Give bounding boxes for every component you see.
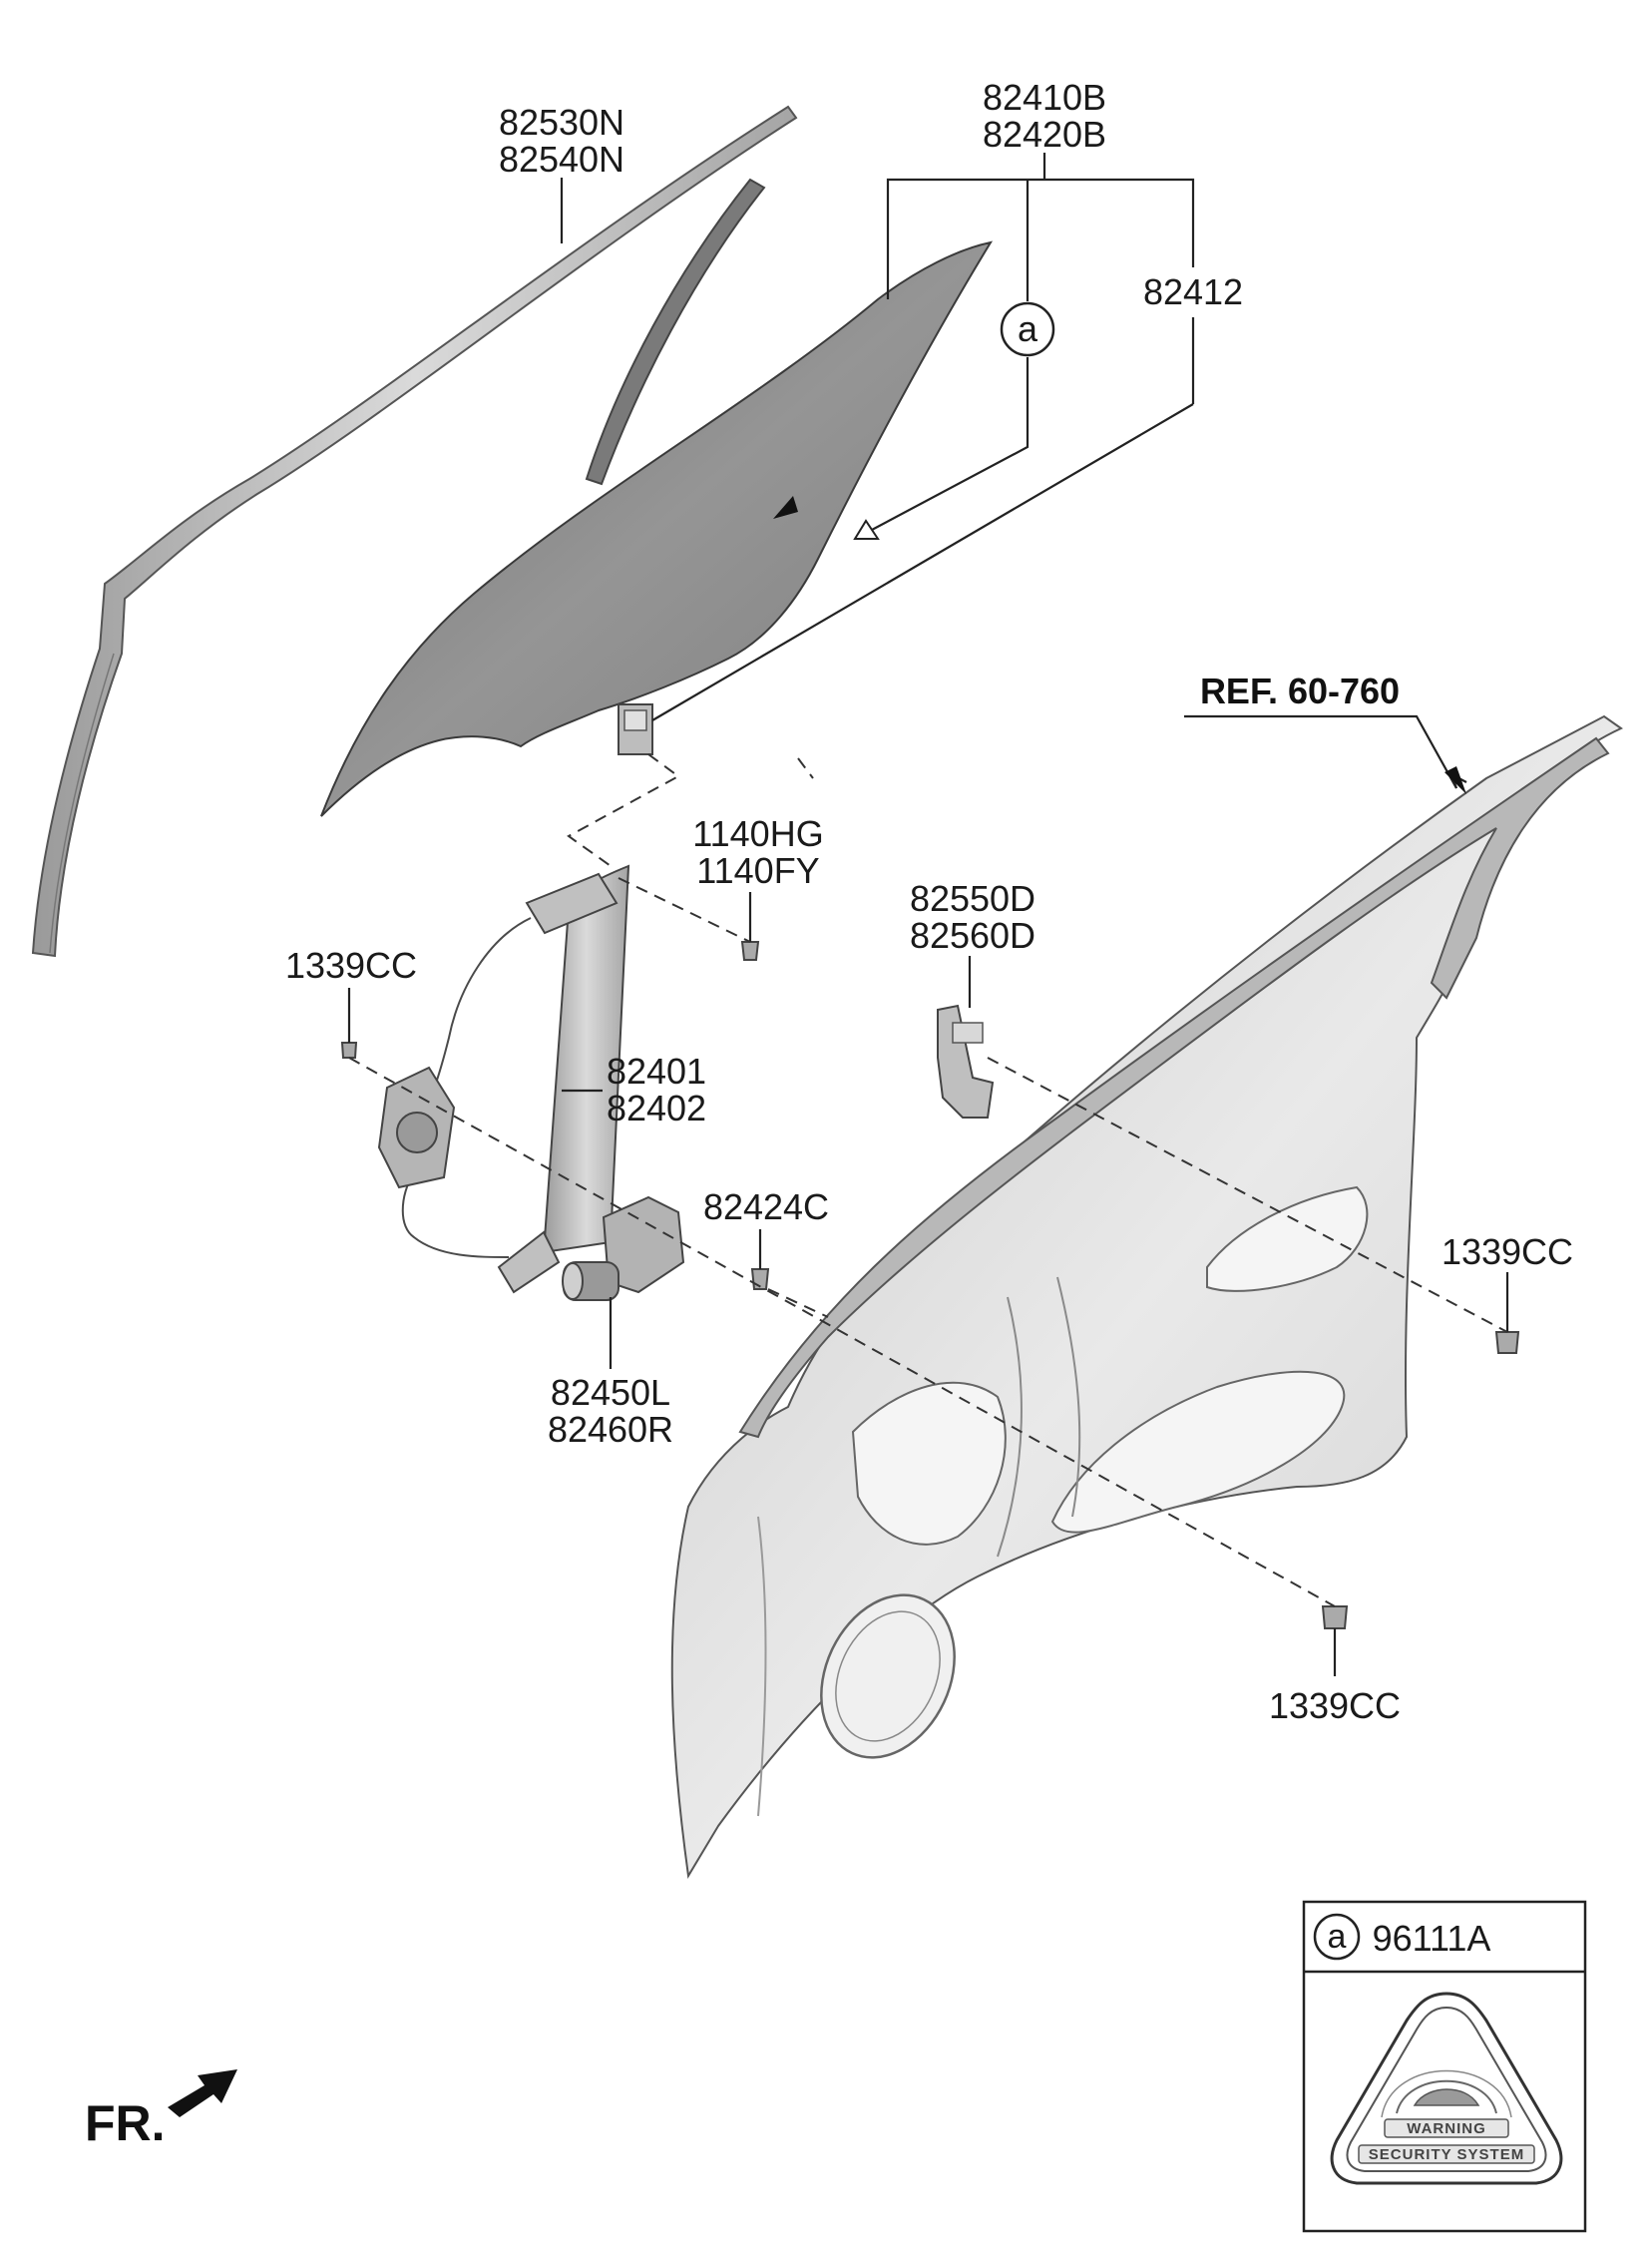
legend-callout-label: a (1328, 1918, 1347, 1956)
label-82550d: 82550D (910, 878, 1035, 919)
assembly-dashed-lines (348, 753, 1508, 1607)
door-panel-part (670, 714, 1623, 1879)
label-82530n: 82530N (499, 102, 624, 143)
legend-box: a 96111A WARNING SECURITY SYSTEM (1302, 1900, 1587, 2233)
label-82401: 82401 (607, 1051, 706, 1092)
legend-part-number: 96111A (1373, 1918, 1491, 1959)
window-motor-part (562, 1195, 685, 1301)
glass-run-channel-part (585, 178, 766, 486)
label-82560d: 82560D (910, 915, 1035, 956)
label-82412: 82412 (1143, 271, 1243, 312)
outer-weatherstrip-part (31, 105, 798, 958)
bolt-1140hg-part (740, 941, 760, 961)
fr-label: FR. (85, 2095, 166, 2151)
label-82424c: 82424C (703, 1186, 829, 1227)
label-1339cc-right: 1339CC (1442, 1231, 1573, 1272)
label-1140fy: 1140FY (696, 850, 819, 891)
door-glass-part (320, 240, 994, 817)
callout-a: a (1000, 301, 1055, 357)
label-82402: 82402 (607, 1088, 706, 1128)
security-warning-sticker-icon: WARNING SECURITY SYSTEM (1330, 1992, 1563, 2185)
bolt-1339cc-bottom-part (1321, 1605, 1349, 1629)
label-82460r: 82460R (548, 1409, 673, 1450)
ref-arrow-icon (1445, 766, 1466, 794)
label-1339cc-left: 1339CC (285, 945, 417, 986)
door-checker-part (937, 1004, 995, 1119)
sticker-warning-text: WARNING (1407, 2120, 1486, 2137)
glass-channel-bracket-part (618, 703, 653, 755)
bolt-1339cc-right-part (1494, 1331, 1520, 1354)
label-1339cc-bottom: 1339CC (1269, 1685, 1401, 1726)
label-82540n: 82540N (499, 139, 624, 180)
label-82420b: 82420B (983, 114, 1106, 155)
label-82450l: 82450L (551, 1372, 670, 1413)
label-82410b: 82410B (983, 77, 1106, 118)
label-1140hg: 1140HG (692, 813, 823, 854)
sticker-security-system-text: SECURITY SYSTEM (1369, 2146, 1524, 2163)
bolt-1339cc-left-part (340, 1042, 358, 1059)
front-direction-indicator: FR. (85, 2069, 237, 2151)
leader-lines (347, 153, 1509, 1676)
window-regulator-part (377, 864, 630, 1294)
glass-arrow-marker-icon (773, 496, 798, 519)
glass-pointer-arrow-icon (853, 519, 880, 540)
label-ref-60-760: REF. 60-760 (1200, 671, 1400, 711)
front-arrow-icon (168, 2069, 237, 2117)
callout-a-label: a (1018, 308, 1038, 349)
